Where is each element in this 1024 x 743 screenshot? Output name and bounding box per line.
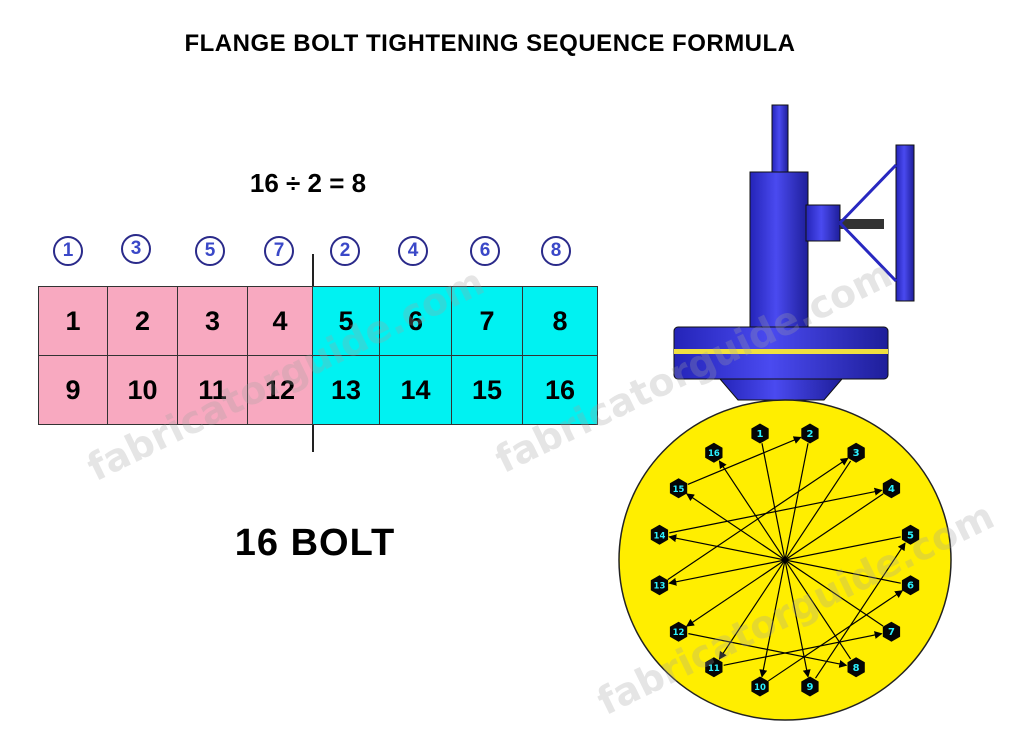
bolt-marker: 16 <box>705 442 723 463</box>
bolt-hex-icon <box>801 676 819 697</box>
bolt-hex-icon <box>751 423 769 444</box>
order-badge: 6 <box>470 236 500 266</box>
bolt-label: 7 <box>888 627 895 638</box>
bolt-hex-icon <box>901 524 920 545</box>
bolt-label: 5 <box>907 530 914 541</box>
bolt-marker: 7 <box>882 621 901 642</box>
bolt-label: 13 <box>654 582 666 592</box>
grid-cell: 14 <box>379 355 452 425</box>
sequence-arrow <box>669 487 883 534</box>
grid-cell: 7 <box>451 286 523 356</box>
bolt-hex-icon <box>901 575 920 596</box>
bolt-label: 8 <box>853 663 860 674</box>
bolt-label: 3 <box>853 448 860 459</box>
bolt-hex-icon <box>669 621 688 642</box>
order-badge: 3 <box>121 234 151 264</box>
bolt-marker: 5 <box>901 524 920 545</box>
bolt-hex-icon <box>650 524 669 545</box>
division-formula: 16 ÷ 2 = 8 <box>249 168 367 198</box>
grid-cell: 1 <box>38 286 108 356</box>
sequence-arrow <box>723 631 883 666</box>
tightening-order-row: 1 3 5 7 2 4 6 8 <box>0 234 620 272</box>
page-title: FLANGE BOLT TIGHTENING SEQUENCE FORMULA <box>184 30 796 57</box>
grid-cell: 10 <box>107 355 178 425</box>
bolt-label: 9 <box>806 682 813 693</box>
bolt-marker: 9 <box>801 676 819 697</box>
valve-body <box>673 104 915 401</box>
grid-cell: 9 <box>38 355 108 425</box>
sequence-arrow <box>688 633 848 668</box>
order-badge: 4 <box>398 236 428 266</box>
grid-cell: 16 <box>522 355 598 425</box>
grid-cell: 6 <box>379 286 452 356</box>
bolt-marker: 8 <box>847 657 865 678</box>
bolt-label: 12 <box>673 628 685 638</box>
order-badge: 5 <box>195 236 225 266</box>
grid-cell: 4 <box>247 286 313 356</box>
bolt-hex-icon <box>882 478 901 499</box>
bolt-marker: 3 <box>847 442 865 463</box>
bolt-label: 11 <box>708 664 720 674</box>
bolt-label: 15 <box>673 485 685 495</box>
tightening-sequence-arrows <box>667 436 906 682</box>
bolt-marker: 14 <box>650 524 669 545</box>
bolt-hex-icon <box>705 442 723 463</box>
bolt-grid: 1 2 3 4 5 6 7 8 9 10 11 12 13 14 15 16 <box>38 286 598 425</box>
grid-cell: 15 <box>451 355 523 425</box>
bolt-marker: 12 <box>669 621 688 642</box>
bolt-label: 2 <box>806 429 813 440</box>
bolt-marker: 10 <box>751 676 769 697</box>
bolt-marker: 2 <box>801 423 819 444</box>
order-badge: 2 <box>330 236 360 266</box>
order-badge: 8 <box>541 236 571 266</box>
grid-cell: 8 <box>522 286 598 356</box>
grid-cell: 13 <box>312 355 380 425</box>
bolt-marker: 6 <box>901 575 920 596</box>
grid-cell: 3 <box>177 286 248 356</box>
bolt-marker: 11 <box>705 657 723 678</box>
bolt-hex-icon <box>705 657 723 678</box>
bolt-hex-icon <box>847 657 865 678</box>
bolt-label: 14 <box>654 531 666 541</box>
bolt-hex-icon <box>882 621 901 642</box>
sequence-arrow <box>718 460 852 660</box>
bolt-count-caption: 16 BOLT <box>234 522 396 564</box>
bolt-label: 4 <box>888 484 895 495</box>
bolt-label: 1 <box>757 429 764 440</box>
bolt-label: 6 <box>907 581 914 592</box>
order-badge: 7 <box>264 236 294 266</box>
grid-cell: 12 <box>247 355 313 425</box>
grid-cell: 2 <box>107 286 178 356</box>
bolt-marker: 1 <box>751 423 769 444</box>
bolt-hex-icon <box>847 442 865 463</box>
bolt-hex-icon <box>801 423 819 444</box>
bolt-marker: 4 <box>882 478 901 499</box>
bolt-hex-icon <box>751 676 769 697</box>
bolt-marker: 13 <box>650 575 669 596</box>
bolt-hex-icon <box>650 575 669 596</box>
grid-cell: 11 <box>177 355 248 425</box>
sequence-arrow <box>687 436 802 486</box>
bolt-marker: 15 <box>669 478 688 499</box>
bolt-label: 16 <box>708 449 720 459</box>
bolt-hex-icon <box>669 478 688 499</box>
grid-cell: 5 <box>312 286 380 356</box>
order-badge: 1 <box>53 236 83 266</box>
bolt-label: 10 <box>754 683 766 693</box>
